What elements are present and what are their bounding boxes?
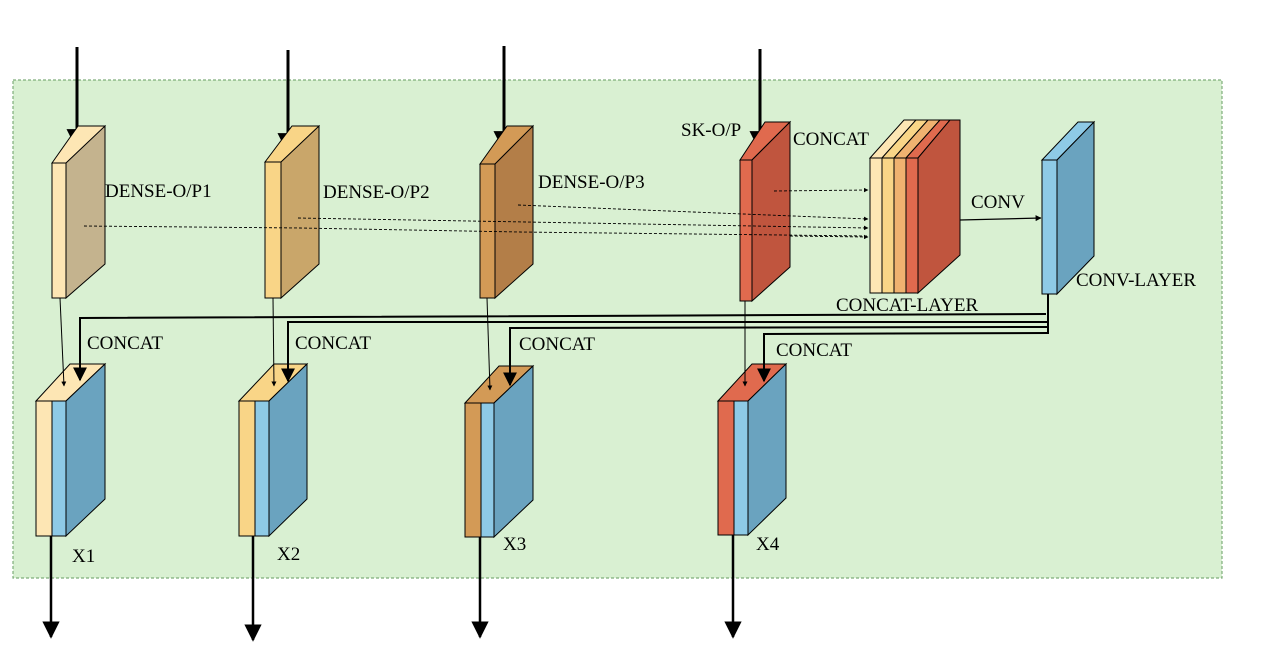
concat-label-3: CONCAT: [519, 334, 595, 355]
dense3-to-concat-link: [517, 204, 869, 222]
x1-label: X1: [72, 546, 95, 567]
dense-op1-block: [51, 124, 106, 300]
sk-op-block: [739, 120, 792, 303]
dense3-to-x3-link: [486, 297, 493, 391]
bus-to-x3: [503, 326, 1049, 387]
x2-label: X2: [277, 544, 300, 565]
conv-feedback-bus: [73, 294, 1049, 387]
dense-op1-label: DENSE-O/P1: [105, 181, 212, 202]
dense1-to-concat-link: [83, 225, 869, 237]
conv-label: CONV: [971, 192, 1025, 213]
dense-op2-block: [264, 124, 320, 300]
x3-label: X3: [503, 534, 526, 555]
x3-block: [463, 364, 535, 539]
x4-label: X4: [756, 534, 780, 555]
dashed-links: [83, 187, 869, 240]
concat-label-2: CONCAT: [295, 333, 371, 354]
concat-layer-label: CONCAT-LAYER: [836, 295, 979, 316]
dense1-to-x1-link: [59, 297, 67, 387]
sk-op-label: SK-O/P: [681, 120, 741, 141]
output-arrows: [42, 535, 742, 642]
conv-arrow: [959, 215, 1042, 222]
bus-to-x4: [757, 332, 1049, 383]
dense-op3-block: [479, 124, 534, 300]
dense-op3-label: DENSE-O/P3: [538, 172, 645, 193]
x1-block: [34, 362, 107, 538]
conv-layer-label: CONV-LAYER: [1076, 270, 1196, 291]
module-panel: [12, 79, 1223, 579]
dense2-to-concat-link: [297, 217, 869, 231]
sk-to-concat-link: [773, 187, 869, 193]
concat-top-label: CONCAT: [793, 129, 869, 150]
dense2-to-x2-link: [271, 297, 277, 387]
concat-label-1: CONCAT: [87, 333, 163, 354]
bus-to-x2: [281, 321, 1048, 383]
dense-op2-label: DENSE-O/P2: [323, 182, 430, 203]
bus-to-x1: [73, 313, 1047, 382]
x4-block: [716, 362, 788, 537]
concat-layer-block: [868, 119, 961, 295]
concat-label-4: CONCAT: [776, 340, 852, 361]
conv-layer-block: [1040, 120, 1096, 296]
